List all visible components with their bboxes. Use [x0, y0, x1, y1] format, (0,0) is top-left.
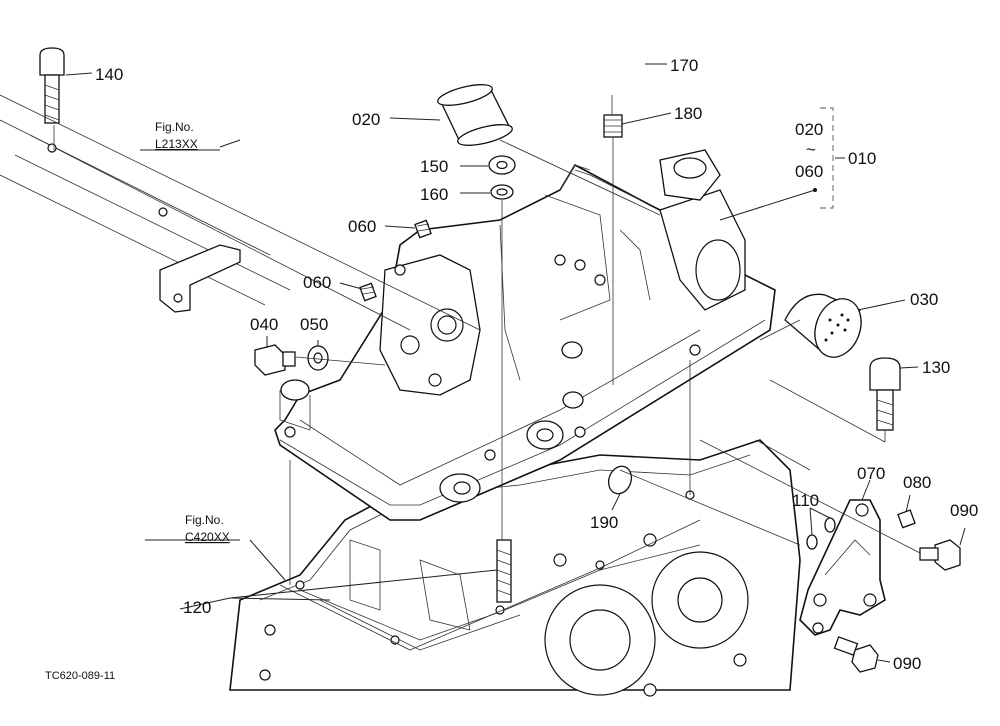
label-110: 110 [792, 491, 819, 510]
label-050: 050 [300, 315, 328, 334]
gasket [279, 519, 701, 651]
label-150: 150 [420, 157, 448, 176]
bushing-030 [784, 293, 862, 358]
bolt-090-bottom [833, 636, 879, 673]
label-070: 070 [857, 464, 885, 483]
set-screw-060-upper [414, 219, 432, 239]
label-020: 020 [352, 110, 380, 129]
range-start: 020 [795, 120, 823, 139]
label-060-lower: 060 [303, 273, 331, 292]
label-140: 140 [95, 65, 123, 84]
label-180: 180 [674, 104, 702, 123]
label-170: 170 [670, 56, 698, 75]
fitting-180 [603, 114, 623, 138]
o-ring-110-b [806, 534, 818, 550]
label-060-upper: 060 [348, 217, 376, 236]
transmission-case [229, 439, 801, 697]
label-160: 160 [420, 185, 448, 204]
set-screw-080 [897, 509, 916, 529]
o-ring-190 [607, 465, 633, 495]
label-090-right: 090 [950, 501, 978, 520]
range-bracket [820, 107, 834, 209]
label-090-bottom: 090 [893, 654, 921, 673]
label-190: 190 [590, 513, 618, 532]
bracket-070 [799, 499, 886, 636]
bolt-090-right [919, 539, 961, 571]
range-tilde: ~ [806, 140, 816, 159]
bushing-020 [437, 84, 513, 146]
drawing-code: TC620-089-11 [45, 670, 115, 682]
frame-rail [0, 94, 481, 331]
range-end: 060 [795, 162, 823, 181]
label-010: 010 [848, 149, 876, 168]
set-screw-060-lower [359, 282, 377, 302]
fig-ref-1-code: L213XX [155, 137, 198, 151]
label-040: 040 [250, 315, 278, 334]
fig-ref-2-code: C420XX [185, 530, 230, 544]
label-030: 030 [910, 290, 938, 309]
lift-housing [274, 149, 776, 521]
stud-120 [496, 539, 512, 603]
bolt-130 [869, 357, 901, 431]
label-130: 130 [922, 358, 950, 377]
label-120: 120 [183, 598, 211, 617]
label-080: 080 [903, 473, 931, 492]
fig-ref-2-title: Fig.No. [185, 513, 224, 527]
fig-ref-1-title: Fig.No. [155, 120, 194, 134]
o-ring-110-a [824, 517, 836, 533]
leader-lines [53, 63, 966, 663]
plug-040 [254, 344, 296, 376]
bolt-140 [39, 47, 65, 124]
